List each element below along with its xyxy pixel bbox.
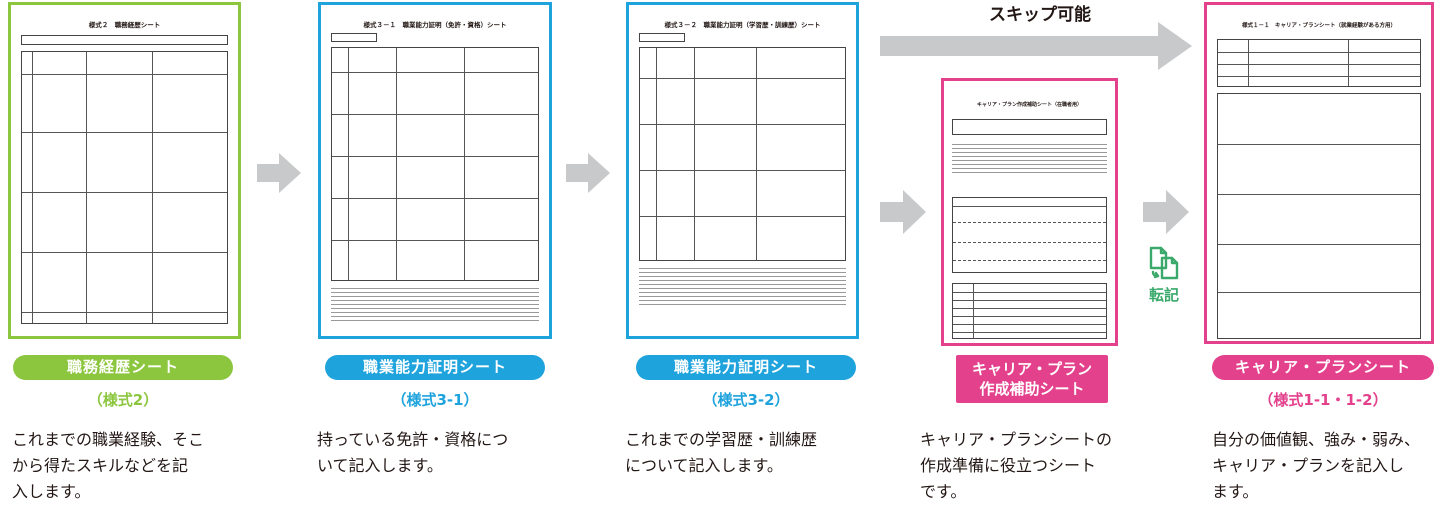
career-plan-description: 自分の価値観、強み・弱み、 キャリア・プランを記入し ます。	[1212, 430, 1421, 501]
copy-transfer-icon	[1149, 246, 1179, 280]
form-title: 様式３－２ 職業能力証明（学習歴・訓練歴）シート	[664, 21, 821, 29]
education-form-number: （様式3-2）	[702, 391, 790, 409]
skip-label: スキップ可能	[989, 5, 1091, 25]
license-pill: 職業能力証明シート	[325, 355, 545, 380]
education-description: これまでの学習歴・訓練歴 について記入します。	[625, 430, 818, 475]
career-plan-sheet-thumbnail: 様式１－１ キャリア・プランシート（就業経験がある方用）	[1204, 2, 1434, 344]
form-title: 様式２ 職務経歴シート	[88, 21, 161, 29]
form-title: 様式１－１ キャリア・プランシート（就業経験がある方用）	[1241, 23, 1396, 29]
education-pill: 職業能力証明シート	[636, 355, 856, 380]
license-description: 持っている免許・資格につ いて記入します。	[317, 430, 509, 475]
form-title: 様式３－１ 職業能力証明（免許・資格）シート	[363, 21, 507, 29]
arrow-right-icon	[257, 153, 301, 193]
arrow-right-icon	[566, 153, 610, 193]
job-history-pill: 職務経歴シート	[13, 355, 233, 380]
education-sheet-thumbnail: 様式３－２ 職業能力証明（学習歴・訓練歴）シート	[626, 2, 859, 339]
form-title: キャリア・プラン作成補助シート（在職者用）	[976, 102, 1082, 108]
career-plan-form-number: （様式1-1・1-2）	[1258, 391, 1388, 409]
arrow-right-icon	[1143, 190, 1189, 234]
pill-line: キャリア・プラン	[971, 360, 1092, 378]
career-plan-helper-pill: キャリア・プラン 作成補助シート	[956, 355, 1108, 403]
job-history-form-number: （様式2）	[87, 391, 159, 409]
career-plan-pill: キャリア・プランシート	[1212, 355, 1434, 380]
pill-line: 作成補助シート	[979, 380, 1085, 398]
job-history-description: これまでの職業経験、そこ から得たスキルなどを記 入します。	[12, 430, 205, 501]
transfer-label: 転記	[1148, 286, 1179, 304]
arrow-right-icon	[880, 190, 926, 234]
job-history-sheet-thumbnail: 様式２ 職務経歴シート	[8, 2, 241, 339]
skip-arrow-icon	[880, 22, 1192, 70]
license-form-number: （様式3-1）	[391, 391, 479, 409]
career-plan-helper-description: キャリア・プランシートの 作成準備に役立つシート です。	[920, 430, 1113, 501]
license-sheet-thumbnail: 様式３－１ 職業能力証明（免許・資格）シート	[318, 2, 552, 339]
career-plan-helper-sheet-thumbnail: キャリア・プラン作成補助シート（在職者用）	[941, 78, 1118, 346]
